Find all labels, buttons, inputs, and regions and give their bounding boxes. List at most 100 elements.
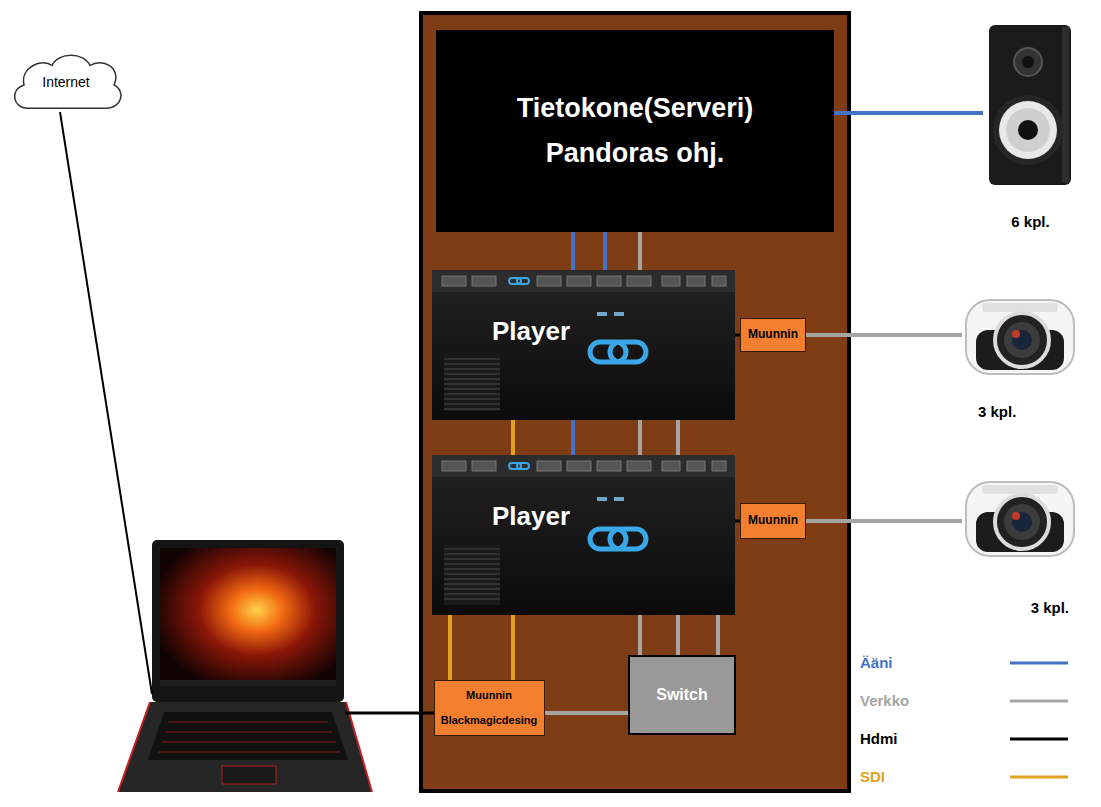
- projector-picture-part: [1004, 504, 1040, 540]
- player-device-part: [432, 455, 735, 477]
- converter-box-text: Muunnin: [748, 514, 798, 528]
- projector-picture: [966, 300, 1074, 374]
- speaker-picture-part: [999, 101, 1057, 159]
- cable-line: [571, 420, 575, 455]
- laptop-picture-part: [152, 540, 344, 702]
- projector-picture-part: [966, 482, 1074, 556]
- player-device-part: [687, 461, 705, 471]
- player-device-part: [432, 270, 735, 292]
- speaker-picture-part: [993, 95, 1063, 165]
- player-device-part: [627, 461, 651, 471]
- converter-box-text: Muunnin: [748, 328, 798, 342]
- laptop-picture-part: [148, 712, 348, 760]
- player-device-part: [662, 276, 680, 286]
- projector-picture-part: [982, 303, 1058, 312]
- player-device-part: [610, 342, 646, 362]
- projector-picture: [966, 482, 1074, 556]
- player-device-part: [432, 270, 735, 420]
- player-device-part: [712, 276, 726, 286]
- legend-line: [1010, 776, 1068, 779]
- speaker-icon-text: 6 kpl.: [1011, 213, 1049, 230]
- switch-box: Switch: [628, 655, 736, 735]
- cloud-shape-text: Internet: [42, 74, 89, 90]
- cable-line: [834, 111, 983, 115]
- cloud-outline: [15, 55, 121, 108]
- player-device-part: [537, 461, 561, 471]
- converter-box-text: Blackmagicdesing: [441, 714, 538, 727]
- player-unit: Player: [432, 270, 735, 420]
- cable-line: [545, 711, 629, 715]
- cable-line: [806, 519, 962, 523]
- speaker-picture-part: [1018, 120, 1038, 140]
- player-device-part: [567, 276, 591, 286]
- player-unit-text: Player: [492, 317, 570, 347]
- cable-line: [638, 232, 642, 270]
- player-device-part: [432, 455, 735, 615]
- player-device-part: [472, 461, 496, 471]
- legend-sample: [1008, 688, 1070, 714]
- player-device-part: [687, 276, 705, 286]
- cable-line: [603, 232, 607, 270]
- cable-part: [345, 712, 435, 715]
- laptop-picture-part: [118, 702, 372, 792]
- projector-icon-text: 3 kpl.: [978, 403, 1016, 420]
- legend-row: Verkko: [860, 688, 1075, 714]
- converter-box-text: Muunnin: [466, 689, 512, 702]
- player-device-part: [614, 497, 624, 501]
- server-box-text: Tietokone(Serveri): [517, 93, 754, 124]
- cable-line: [638, 420, 642, 455]
- player-device-part: [597, 497, 607, 501]
- cable-line: [676, 615, 680, 655]
- cable-line: [806, 333, 962, 337]
- player-device-part: [509, 278, 529, 284]
- laptop-picture-part: [160, 548, 336, 686]
- laptop-picture-part: [118, 702, 372, 792]
- projector-icon-text: 3 kpl.: [1031, 599, 1069, 616]
- converter-box: MuunninBlackmagicdesing: [434, 680, 545, 736]
- speaker-picture-part: [989, 25, 1071, 185]
- switch-box-text: Switch: [656, 686, 708, 704]
- player-device-part: [610, 529, 646, 549]
- legend-sample: [1008, 764, 1070, 790]
- projector-picture-part: [982, 485, 1058, 494]
- speaker-picture-part: [1022, 56, 1034, 68]
- equipment-rack: [421, 13, 849, 791]
- server-box-text: Pandoras ohj.: [546, 138, 725, 169]
- cable: [60, 112, 435, 713]
- player-device-part: [472, 276, 496, 286]
- projector-picture-part: [1012, 512, 1020, 520]
- projector-picture-part: [995, 495, 1049, 549]
- cable-part: [60, 112, 152, 694]
- cable-line: [716, 615, 720, 655]
- server-box: Tietokone(Serveri) Pandoras ohj.: [436, 30, 834, 232]
- legend-line: [1010, 738, 1068, 741]
- player-device-part: [444, 549, 500, 599]
- speaker-icon: 6 kpl.: [983, 20, 1078, 232]
- laptop-picture-part: [160, 680, 336, 686]
- legend-line: [1010, 662, 1068, 665]
- player-device-part: [444, 355, 500, 411]
- player-unit: Player: [432, 455, 735, 615]
- converter-box: Muunnin: [740, 318, 806, 352]
- legend-text: Ääni: [860, 650, 893, 676]
- cable-line: [638, 615, 642, 655]
- projector-picture-part: [1012, 512, 1032, 532]
- player-device: [432, 455, 735, 615]
- speaker-picture: [989, 25, 1071, 185]
- legend-text: Hdmi: [860, 726, 898, 752]
- player-unit-text: Player: [492, 502, 570, 532]
- player-device-part: [509, 463, 529, 469]
- player-device-part: [597, 276, 621, 286]
- player-device-part: [567, 461, 591, 471]
- player-device-part: [614, 312, 624, 316]
- equipment-rack-part: [421, 13, 849, 791]
- projector-icon: 3 kpl.: [962, 290, 1077, 422]
- projector-picture-part: [1004, 322, 1040, 358]
- speaker-picture-part: [1006, 108, 1050, 152]
- cable-line: [676, 420, 680, 455]
- legend-row: SDI: [860, 764, 1075, 790]
- projector-icon: 3 kpl.: [962, 472, 1077, 618]
- legend-line: [1010, 700, 1068, 703]
- speaker-picture-part: [1014, 48, 1042, 76]
